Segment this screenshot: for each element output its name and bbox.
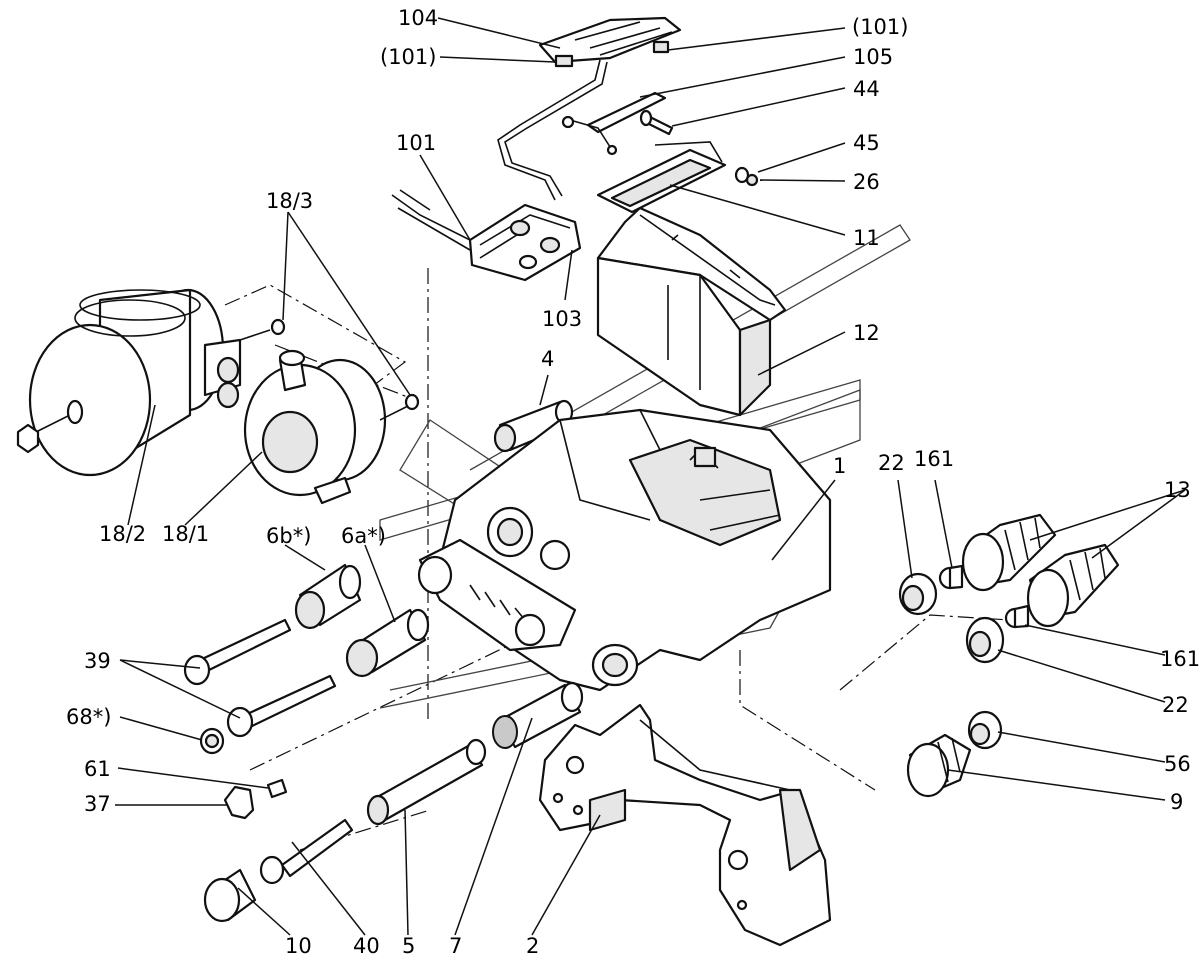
bushing-4	[493, 399, 574, 453]
callout-61: 61	[84, 757, 111, 781]
ring-161-upper	[938, 564, 964, 590]
callout-45: 45	[853, 131, 880, 155]
seal-22-upper	[898, 572, 938, 616]
callout-1: 1	[833, 454, 846, 478]
callout-39: 39	[84, 649, 111, 673]
callout-68: 68*)	[66, 705, 111, 729]
callout-11: 11	[853, 226, 880, 250]
brake-pad-12	[596, 206, 787, 417]
callout-18-1: 18/1	[162, 522, 209, 546]
callout-44: 44	[853, 77, 880, 101]
callout-12: 12	[853, 321, 880, 345]
bolt-39-upper	[183, 618, 292, 686]
callout-18-3: 18/3	[266, 189, 313, 213]
callout-labels: 104 (101) (101) 105 44 45 101 26 18/3 11…	[66, 6, 1200, 958]
cap-10	[203, 868, 257, 923]
callout-5: 5	[402, 934, 415, 958]
bolt-39-lower	[226, 674, 337, 738]
callout-18-2: 18/2	[99, 522, 146, 546]
brake-chamber-18-1	[243, 349, 420, 505]
caliper-carrier-2	[538, 703, 832, 947]
callout-22-lower: 22	[1162, 693, 1189, 717]
callout-101: 101	[396, 131, 436, 155]
bushing-6a	[345, 608, 430, 678]
bolt-44	[639, 109, 674, 136]
seal-56	[967, 710, 1003, 750]
callout-4: 4	[541, 347, 554, 371]
callout-13: 13	[1164, 478, 1191, 502]
leader-lines	[115, 17, 1186, 936]
boot-9	[906, 733, 972, 798]
callout-103: 103	[542, 307, 582, 331]
callout-22-upper: 22	[878, 451, 905, 475]
plug-61	[266, 778, 288, 799]
guide-sleeve-5	[366, 738, 487, 826]
ring-161-lower	[1004, 604, 1030, 629]
boot-13-lower	[1026, 543, 1120, 628]
pad-retainer-11	[596, 141, 727, 214]
bolt-40	[259, 818, 354, 885]
callout-161-lower: 161	[1160, 647, 1200, 671]
wear-sensor-assembly-101-103	[391, 189, 582, 282]
callout-105: 105	[853, 45, 893, 69]
brake-chamber-18-2	[16, 288, 286, 477]
callout-56: 56	[1164, 752, 1191, 776]
callout-7: 7	[449, 934, 462, 958]
callout-6b: 6b*)	[266, 524, 311, 548]
washer-68	[199, 727, 225, 755]
bushing-6b	[294, 563, 362, 630]
sensor-plate-105	[561, 91, 667, 156]
rubber-bushing-7	[492, 681, 584, 749]
callout-101-right: (101)	[852, 15, 908, 39]
boot-13-upper	[961, 513, 1057, 592]
callout-6a: 6a*)	[341, 524, 386, 548]
callout-161-upper: 161	[914, 447, 954, 471]
callout-26: 26	[853, 170, 880, 194]
callout-40: 40	[353, 934, 380, 958]
callout-2: 2	[526, 934, 539, 958]
callout-104: 104	[398, 6, 438, 30]
washer-45-nut-26	[734, 166, 759, 187]
callout-37: 37	[84, 792, 111, 816]
callout-10: 10	[285, 934, 312, 958]
cap-37	[223, 785, 255, 820]
callout-9: 9	[1170, 790, 1183, 814]
seal-22-lower	[965, 616, 1005, 664]
caliper-housing-1	[417, 408, 832, 692]
callout-101-left: (101)	[380, 45, 436, 69]
